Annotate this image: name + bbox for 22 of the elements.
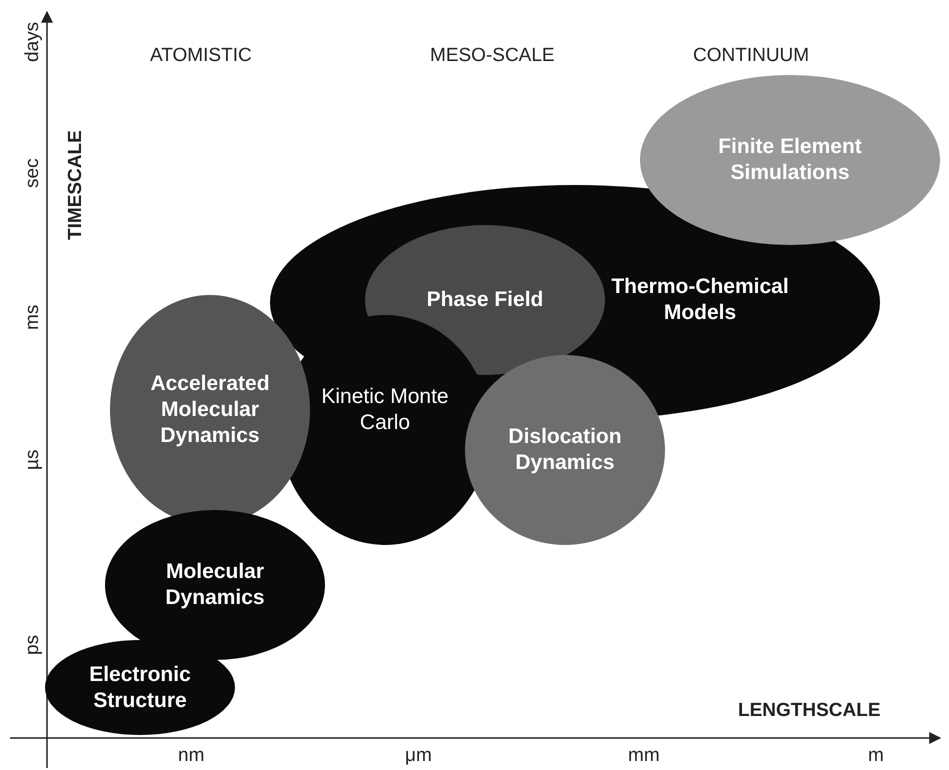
axis-title: LENGTHSCALE	[738, 700, 880, 722]
lengthscale-tick-label: m	[868, 745, 884, 767]
model-label: Dislocation Dynamics	[507, 424, 623, 476]
model-label: Accelerated Molecular Dynamics	[149, 371, 271, 449]
timescale-tick-label: µs	[22, 450, 44, 470]
model-label: Electronic Structure	[88, 662, 192, 714]
lengthscale-tick-label: nm	[178, 745, 204, 767]
lengthscale-tick-label: mm	[628, 745, 660, 767]
model-label: Phase Field	[426, 287, 544, 313]
timescale-tick-label: sec	[22, 158, 44, 188]
lengthscale-tick-label: μm	[405, 745, 432, 767]
scale-heading: CONTINUUM	[693, 45, 810, 67]
scale-heading: ATOMISTIC	[150, 45, 252, 67]
axis-title: TIMESCALE	[65, 130, 87, 240]
timescale-tick-label: days	[22, 22, 44, 62]
model-label: Finite Element Simulations	[717, 134, 863, 186]
model-label: Thermo-Chemical Models	[610, 274, 790, 326]
scale-heading: MESO-SCALE	[430, 45, 555, 67]
model-label: Kinetic Monte Carlo	[320, 384, 450, 436]
timescale-tick-label: ps	[22, 634, 44, 655]
model-label: Molecular Dynamics	[164, 559, 266, 611]
timescale-tick-label: ms	[22, 304, 44, 330]
